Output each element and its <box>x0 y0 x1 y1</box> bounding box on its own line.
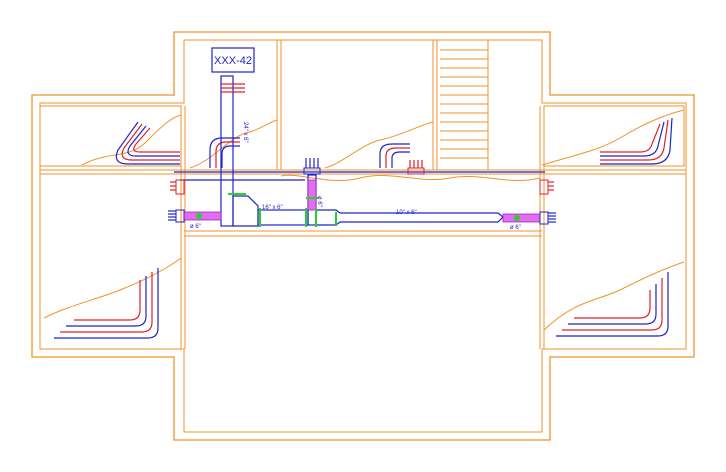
dampers <box>196 193 520 227</box>
staircase <box>440 49 488 159</box>
branch-right-size-label: ø 6" <box>510 225 521 231</box>
supply-diffuser-top <box>303 158 321 175</box>
damper-dot-right <box>514 215 520 221</box>
unit-tag: XXX-42 <box>211 47 255 73</box>
trunk-left-size-label: 16" x 6" <box>262 205 283 211</box>
building-walls <box>31 31 695 441</box>
return-grille-left <box>170 179 185 195</box>
supply-diffuser-left <box>168 209 185 223</box>
supply-duct-system <box>174 75 545 227</box>
return-grille-center <box>407 160 425 175</box>
flex-ducts <box>183 179 541 223</box>
floor-loops <box>54 117 673 339</box>
branch-left-size-label: ø 6" <box>190 224 201 230</box>
trunk-right-size-label: 10" x 6" <box>396 210 417 216</box>
supply-diffuser-right <box>539 211 556 225</box>
riser-size-label: 24" x 6" <box>242 122 248 143</box>
return-grille-right <box>539 179 554 195</box>
damper-dot-left <box>196 213 202 219</box>
branch-top-size-label: ø 6" <box>316 196 322 207</box>
unit-tag-text: XXX-42 <box>214 55 252 67</box>
